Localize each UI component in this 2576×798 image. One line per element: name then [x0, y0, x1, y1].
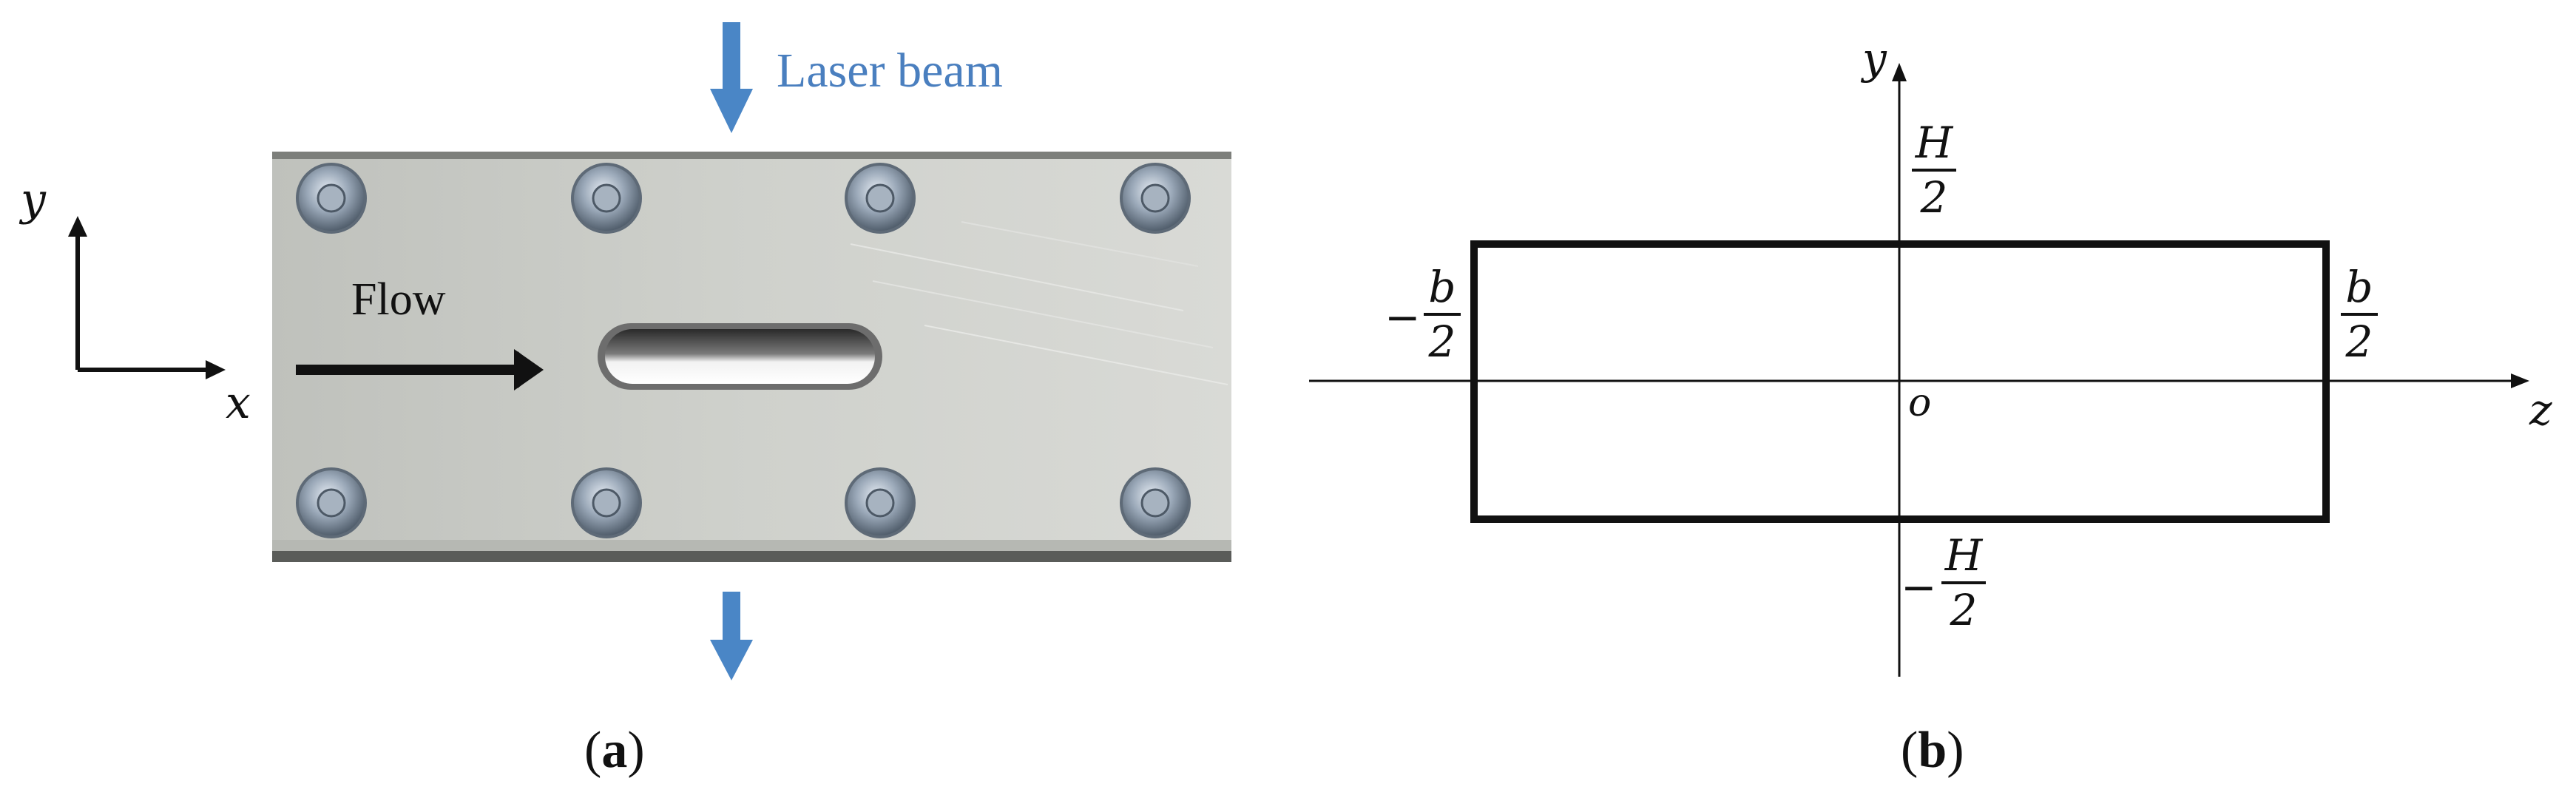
flow-label: Flow: [351, 274, 446, 325]
bolt-icon: [571, 163, 642, 234]
axis-z-label-b: z: [2529, 385, 2552, 435]
caption-b: (b): [1901, 722, 1964, 779]
channel-plate: [272, 152, 1231, 562]
laser-arrow-down-icon: [710, 22, 753, 133]
left-boundary-sign: −: [1385, 292, 1421, 342]
axis-y-label-b: y: [1862, 33, 1887, 84]
bolt-icon: [1120, 467, 1191, 538]
observation-window: [598, 323, 882, 390]
axis-x-label-a: x: [226, 377, 251, 429]
laser-beam-label: Laser beam: [777, 44, 1003, 98]
bolt-icon: [296, 467, 367, 538]
bolt-icon: [845, 467, 916, 538]
bolt-icon: [571, 467, 642, 538]
laser-arrow-out-icon: [710, 592, 753, 680]
bottom-boundary-sign: −: [1901, 562, 1937, 612]
bolt-icon: [1120, 163, 1191, 234]
bolt-icon: [296, 163, 367, 234]
bolt-icon: [845, 163, 916, 234]
caption-a: (a): [584, 722, 645, 779]
axes-xy-icon: [68, 216, 226, 379]
axis-y-label-a: y: [21, 174, 46, 226]
origin-label: o: [1908, 381, 1932, 425]
flow-arrow-icon: [296, 349, 544, 390]
